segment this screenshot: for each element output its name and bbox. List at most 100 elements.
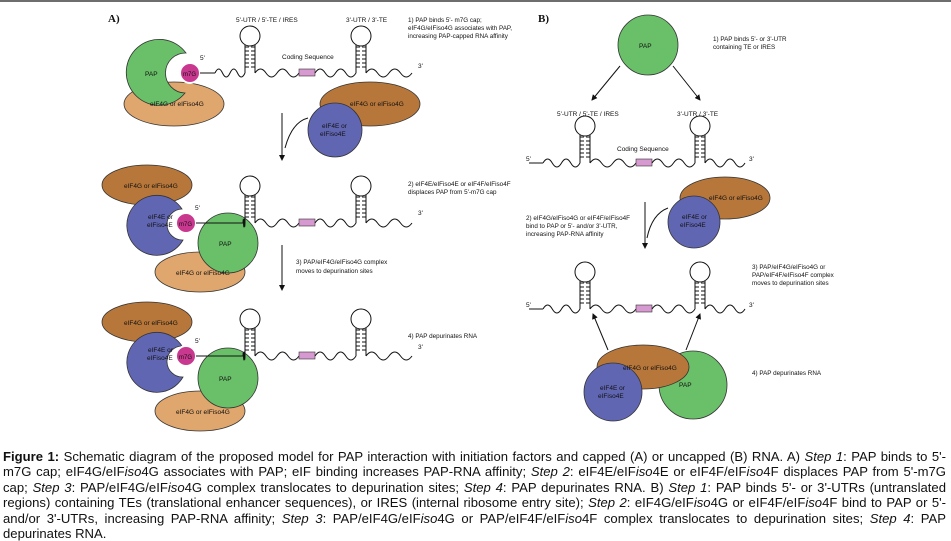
eif4g-label: eIF4G or eIFiso4G <box>150 101 204 108</box>
step-text-line: bind to PAP or 5'- and/or 3'-UTR, <box>526 223 618 230</box>
caption-text: : PAP binds 5'- or 3'-UTRs (untranslated… <box>3 479 946 511</box>
three-prime-label: 3' <box>418 344 423 351</box>
rna-strand <box>529 115 746 168</box>
figure-caption: Figure 1: Schematic diagram of the propo… <box>3 449 946 541</box>
wave <box>651 158 696 168</box>
caption-italic: iso <box>805 495 823 511</box>
cap-label: m7G <box>179 222 192 228</box>
caption-text: 4G complex translocates to depurination … <box>184 479 464 495</box>
binding-curve <box>646 207 669 239</box>
five-prime-label: 5' <box>526 156 531 163</box>
eif4e-label: eIF4E or <box>148 347 174 354</box>
caption-italic: Step 4 <box>869 510 911 526</box>
caption-text: 4G associates with PAP; eIF binding incr… <box>141 464 531 480</box>
caption-text: 4G or eIF4F/eIF <box>710 495 806 511</box>
eif4e-pacman <box>126 194 184 256</box>
figure-diagram: A) PAP m7G eIF4G or eIFiso4G 5' 5'-UTR /… <box>101 13 835 432</box>
caption-text: 4F bind to PAP or 5'- and/or 3'-UTRs, in… <box>3 495 947 526</box>
wave <box>589 304 637 314</box>
step-text-line: PAP/eIF4F/eIFiso4F complex <box>752 272 835 279</box>
step-text-line: eIF4G/eIFiso4G associates with PAP, <box>408 25 512 32</box>
pap-circle <box>197 347 259 409</box>
wave <box>314 351 357 361</box>
panel-a-step1-text: 1) PAP binds 5'- m7G cap; eIF4G/eIFiso4G… <box>408 17 512 40</box>
wave <box>542 304 581 314</box>
caption-text: 4E or eIF4F/eIF <box>652 464 747 480</box>
wave <box>542 158 581 168</box>
caption-text: : PAP/eIF4G/eIF <box>71 479 168 495</box>
three-prime-label: 3' <box>418 210 423 217</box>
eif4e-label: eIF4E or <box>148 214 174 221</box>
coding-sequence-label: Coding Sequence <box>617 146 669 153</box>
loop <box>350 175 372 197</box>
step-text-line: 2) eIF4G/eIFiso4G or eIF4F/eIFiso4F <box>526 215 630 222</box>
step-text-line: increasing PAP-RNA affinity <box>526 231 604 238</box>
eif4e-pacman <box>126 331 184 393</box>
five-prime-label: 5' <box>195 338 200 345</box>
panel-a-label: A) <box>108 13 120 25</box>
caption-italic: iso <box>693 495 711 511</box>
wave <box>365 68 413 78</box>
panel-b-label: B) <box>538 13 549 25</box>
wave <box>214 68 246 78</box>
cap-label: m7G <box>179 355 192 361</box>
three-prime-label: 3' <box>418 63 423 70</box>
eif4g-label: eIF4G or eIFiso4G <box>176 409 230 416</box>
wave <box>704 304 746 314</box>
caption-italic: iso <box>124 464 142 480</box>
step-text-line: 2) eIF4E/eIFiso4E or eIF4F/eIFiso4F <box>408 181 511 188</box>
pap-label: PAP <box>679 382 692 389</box>
rna-strand <box>200 25 413 78</box>
step-text-line: containing TE or IRES <box>713 44 775 51</box>
panel-a-step1-complex <box>123 38 225 127</box>
step-text-line: displaces PAP from 5'-m7G cap <box>408 189 497 196</box>
arrow-to-3utr <box>685 313 701 351</box>
loop <box>350 308 372 330</box>
wave <box>365 351 413 361</box>
pap-label: PAP <box>219 241 232 248</box>
loop <box>239 25 261 47</box>
coding-sequence-box <box>635 304 653 313</box>
wave <box>254 351 300 361</box>
eif4e-label: eIF4E or <box>322 123 348 130</box>
loop <box>574 115 596 137</box>
arrow-to-3utr <box>672 65 701 101</box>
pap-label: PAP <box>219 376 232 383</box>
step-text-line: moves to depurination sites <box>296 268 373 275</box>
three-prime-label: 3' <box>749 302 754 309</box>
coding-sequence-label: Coding Sequence <box>282 54 334 61</box>
figure-number: Figure 1: <box>3 449 60 464</box>
caption-italic: Step 2 <box>588 495 627 511</box>
eif4g-label: eIF4G or eIFiso4G <box>623 365 677 372</box>
eif4e-label: eIFiso4E <box>598 393 624 400</box>
five-prime-label: 5' <box>200 55 205 62</box>
wave <box>589 158 637 168</box>
rna-strand <box>529 261 746 314</box>
caption-text: : PAP/eIF4G/eIF <box>322 510 421 526</box>
caption-italic: iso <box>635 464 653 480</box>
loop <box>689 115 711 137</box>
figure-frame <box>0 0 951 2</box>
wave <box>651 304 696 314</box>
caption-italic: iso <box>746 464 764 480</box>
caption-italic: Step 4 <box>463 479 503 495</box>
eif4e-circle <box>307 102 363 158</box>
wave <box>704 158 746 168</box>
eif4g-label: eIF4G or eIFiso4G <box>176 270 230 277</box>
eif4g-label: eIF4G or eIFiso4G <box>350 101 404 108</box>
step-text-line: 3) PAP/eIF4G/eIFiso4G complex <box>296 259 388 266</box>
caption-italic: iso <box>420 510 438 526</box>
eif4e-label: eIF4E or <box>600 385 626 392</box>
coding-sequence-box <box>635 158 653 167</box>
caption-italic: Step 3 <box>281 510 323 526</box>
loop <box>350 25 372 47</box>
loop <box>239 308 261 330</box>
caption-text: : PAP binds to 5'-m7G cap; eIF4G/eIF <box>3 449 947 480</box>
caption-text: Schematic diagram of the proposed model … <box>59 449 805 464</box>
caption-italic: Step 1 <box>668 479 708 495</box>
coding-sequence-box <box>298 68 316 77</box>
step-text-line: 1) PAP binds 5'- m7G cap; <box>408 17 482 24</box>
caption-italic: iso <box>565 510 583 526</box>
wave <box>314 218 357 228</box>
caption-italic: iso <box>167 479 185 495</box>
